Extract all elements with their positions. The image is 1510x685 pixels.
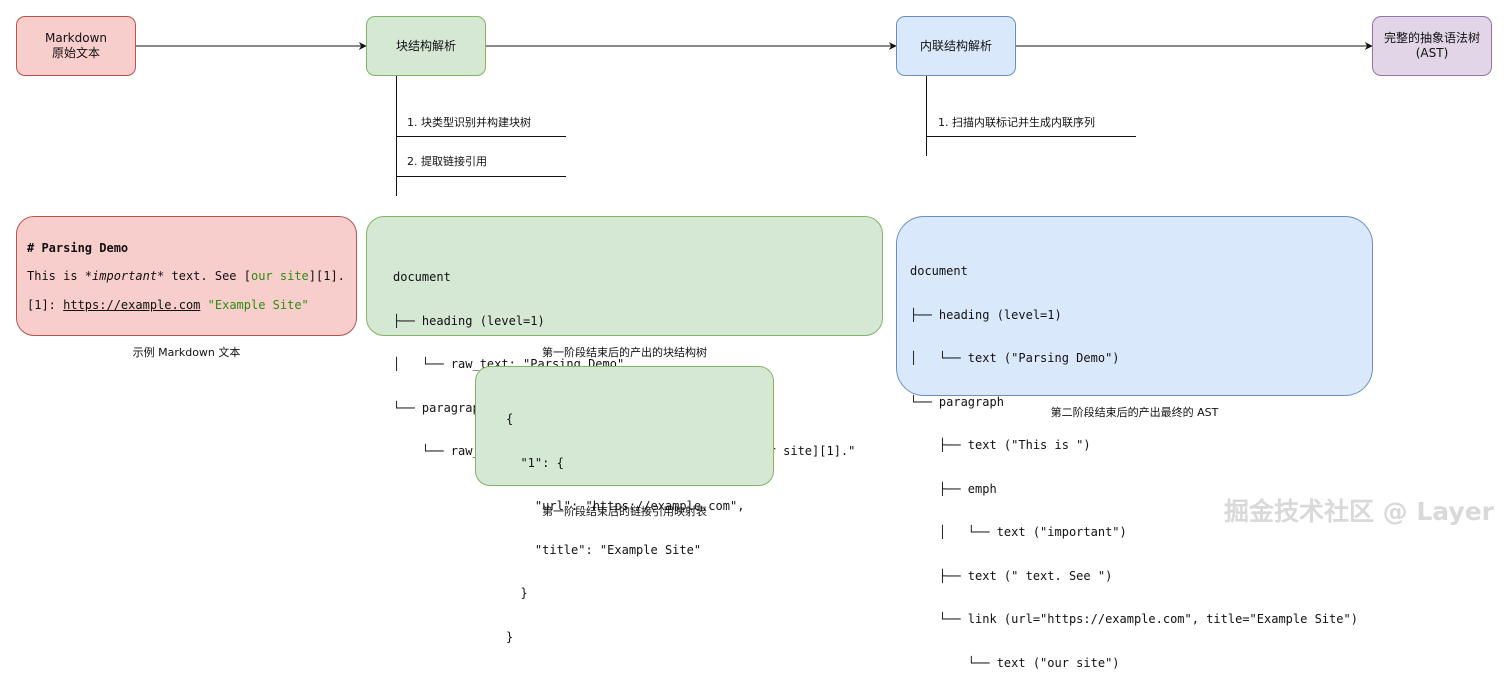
final-ast-line: │ └── text ("Parsing Demo")	[910, 351, 1120, 365]
block-tree-caption: 第一阶段结束后的产出的块结构树	[542, 346, 707, 359]
inline-step-1: 1. 扫描内联标记并生成内联序列	[938, 116, 1095, 129]
final-ast-line: ├── text ("This is ")	[910, 438, 1091, 452]
link-refs-box: { "1": { "url": "https://example.com", "…	[475, 366, 774, 644]
link-refs-line: "url": "https://example.com",	[506, 499, 745, 513]
inline-parse-label: 内联结构解析	[919, 38, 992, 53]
block-step-2: 2. 提取链接引用	[407, 155, 487, 168]
md-ref-label: [1]:	[27, 298, 64, 312]
block-parse-node: 块结构解析	[366, 16, 486, 76]
link-refs-line: }	[506, 629, 514, 644]
link-refs-line: {	[506, 412, 514, 426]
block-tree-line: ├── heading (level=1)	[393, 313, 545, 328]
ast-node: 完整的抽象语法树 (AST)	[1372, 16, 1492, 76]
md-link-text: our site	[250, 269, 309, 283]
flow-arrows	[136, 42, 1373, 50]
source-label-line2: 原始文本	[51, 46, 100, 60]
block-parse-label: 块结构解析	[395, 38, 456, 53]
markdown-sample-caption: 示例 Markdown 文本	[132, 346, 241, 359]
final-ast-line: └── paragraph	[910, 394, 1004, 409]
md-paragraph-line: This is *important* text. See [our site]…	[27, 269, 345, 284]
ast-label-line1: 完整的抽象语法树	[1383, 31, 1480, 45]
link-refs-caption: 第一阶段结束后的链接引用映射表	[542, 505, 707, 518]
block-step-1: 1. 块类型识别并构建块树	[407, 116, 531, 129]
source-label-line1: Markdown	[45, 31, 107, 45]
md-ref-url: https://example.com	[63, 298, 201, 312]
inline-step-1-underline	[926, 136, 1136, 137]
markdown-sample-box: # Parsing Demo This is *important* text.…	[16, 216, 357, 336]
inline-parse-node: 内联结构解析	[896, 16, 1016, 76]
final-ast-line: └── text ("our site")	[910, 655, 1120, 670]
final-ast-line: document	[910, 264, 968, 278]
watermark: 掘金技术社区 @ Layer	[1223, 497, 1494, 526]
link-refs-line: "title": "Example Site"	[506, 542, 702, 557]
markdown-source-node: Markdown 原始文本	[16, 16, 136, 76]
final-ast-line: ├── heading (level=1)	[910, 307, 1062, 322]
block-tree-line: └── paragraph	[393, 400, 487, 415]
final-ast-line: ├── text (" text. See ")	[910, 568, 1113, 583]
md-ref-space	[200, 298, 207, 312]
link-refs-line: }	[506, 586, 528, 600]
ast-label-line2: (AST)	[1415, 46, 1449, 60]
md-reference-line: [1]: https://example.com "Example Site"	[27, 298, 309, 313]
md-heading-line: # Parsing Demo	[27, 241, 129, 255]
md-emph: *important*	[84, 269, 165, 283]
inline-steps-bar	[926, 76, 927, 156]
md-ref-title: "Example Site"	[207, 298, 309, 312]
md-text-c: ][1].	[308, 269, 345, 283]
block-tree-box: document ├── heading (level=1) │ └── raw…	[366, 216, 883, 458]
link-refs-line: "1": {	[506, 455, 564, 470]
final-ast-line: │ └── text ("important")	[910, 525, 1127, 539]
block-step-2-underline	[396, 176, 566, 177]
final-ast-line: └── link (url="https://example.com", tit…	[910, 612, 1358, 626]
block-tree-line: document	[393, 270, 451, 284]
final-ast-caption: 第二阶段结束后的产出最终的 AST	[1050, 406, 1219, 419]
md-text-a: This is	[27, 269, 85, 283]
final-ast-box: document ├── heading (level=1) │ └── tex…	[896, 216, 1373, 670]
md-text-b: text. See [	[164, 269, 251, 283]
final-ast-line: ├── emph	[910, 481, 997, 496]
block-step-1-underline	[396, 136, 566, 137]
